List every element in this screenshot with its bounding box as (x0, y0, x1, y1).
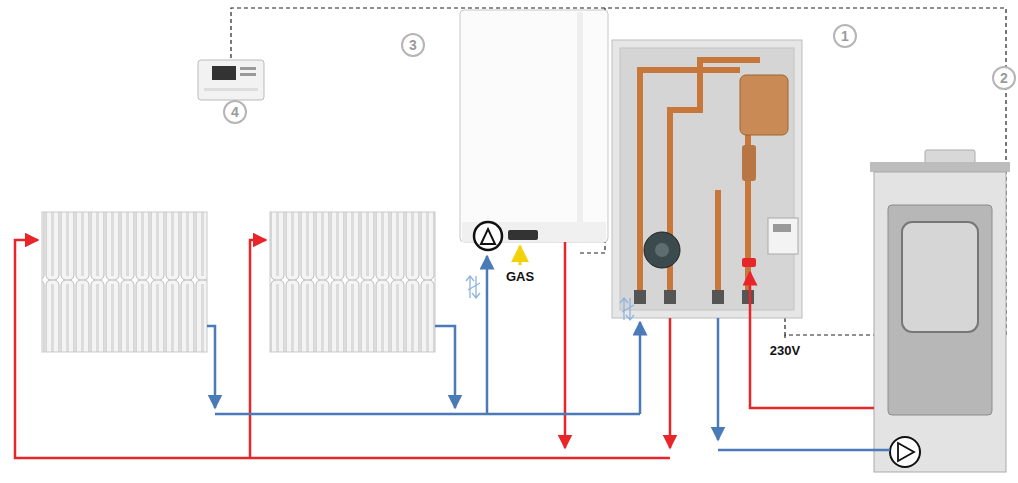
gas-arrow (519, 246, 522, 265)
radiator (42, 212, 435, 352)
callout-number: 1 (841, 29, 849, 43)
hydraulic-module (612, 40, 802, 318)
supply-pipe (15, 240, 874, 458)
callout-number: 4 (231, 105, 239, 119)
callout-number: 3 (409, 38, 417, 52)
gas-label: GAS (506, 270, 534, 283)
return-pipe (207, 256, 890, 450)
pellet-stove (870, 150, 1010, 472)
safety-valve-symbol (466, 276, 634, 320)
voltage-label: 230V (770, 344, 800, 357)
callout-number: 2 (1000, 71, 1008, 85)
room-thermostat (198, 60, 264, 100)
gas-boiler (460, 10, 608, 250)
callout-circle (224, 25, 1015, 123)
